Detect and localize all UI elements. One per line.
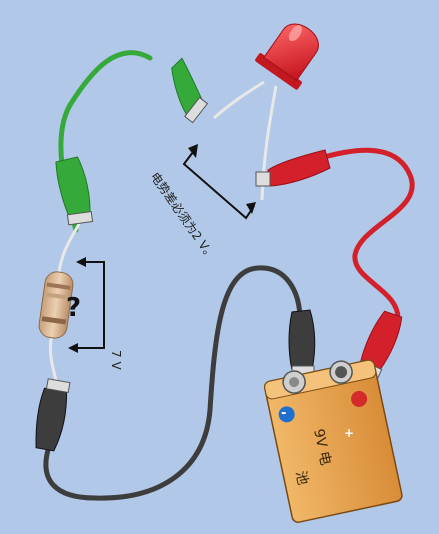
resistor-voltage-bracket (68, 257, 105, 353)
led (255, 23, 319, 90)
resistor-question-mark: ? (66, 293, 81, 323)
black-wire (43, 265, 303, 501)
black-clip-battery (288, 309, 316, 377)
negative-badge (278, 406, 295, 423)
led-lead-left (213, 80, 265, 120)
resistor (38, 271, 74, 339)
red-clip-led (255, 149, 331, 187)
black-clip-left (35, 378, 71, 452)
green-clip-top (171, 57, 209, 124)
battery-label-line1: 9V 电 (310, 428, 333, 467)
red-wire (317, 147, 415, 323)
led-voltage-bracket (182, 144, 256, 220)
battery (263, 359, 403, 523)
green-clip-left (55, 156, 94, 226)
negative-symbol: - (281, 406, 286, 421)
resistor-voltage-label: 7 V (109, 350, 123, 370)
positive-symbol: + (344, 426, 354, 440)
positive-badge (351, 390, 368, 407)
resistor-lead-bottom (48, 334, 58, 381)
resistor-lead-top (56, 221, 82, 279)
battery-label-line2: 池 (292, 470, 311, 487)
